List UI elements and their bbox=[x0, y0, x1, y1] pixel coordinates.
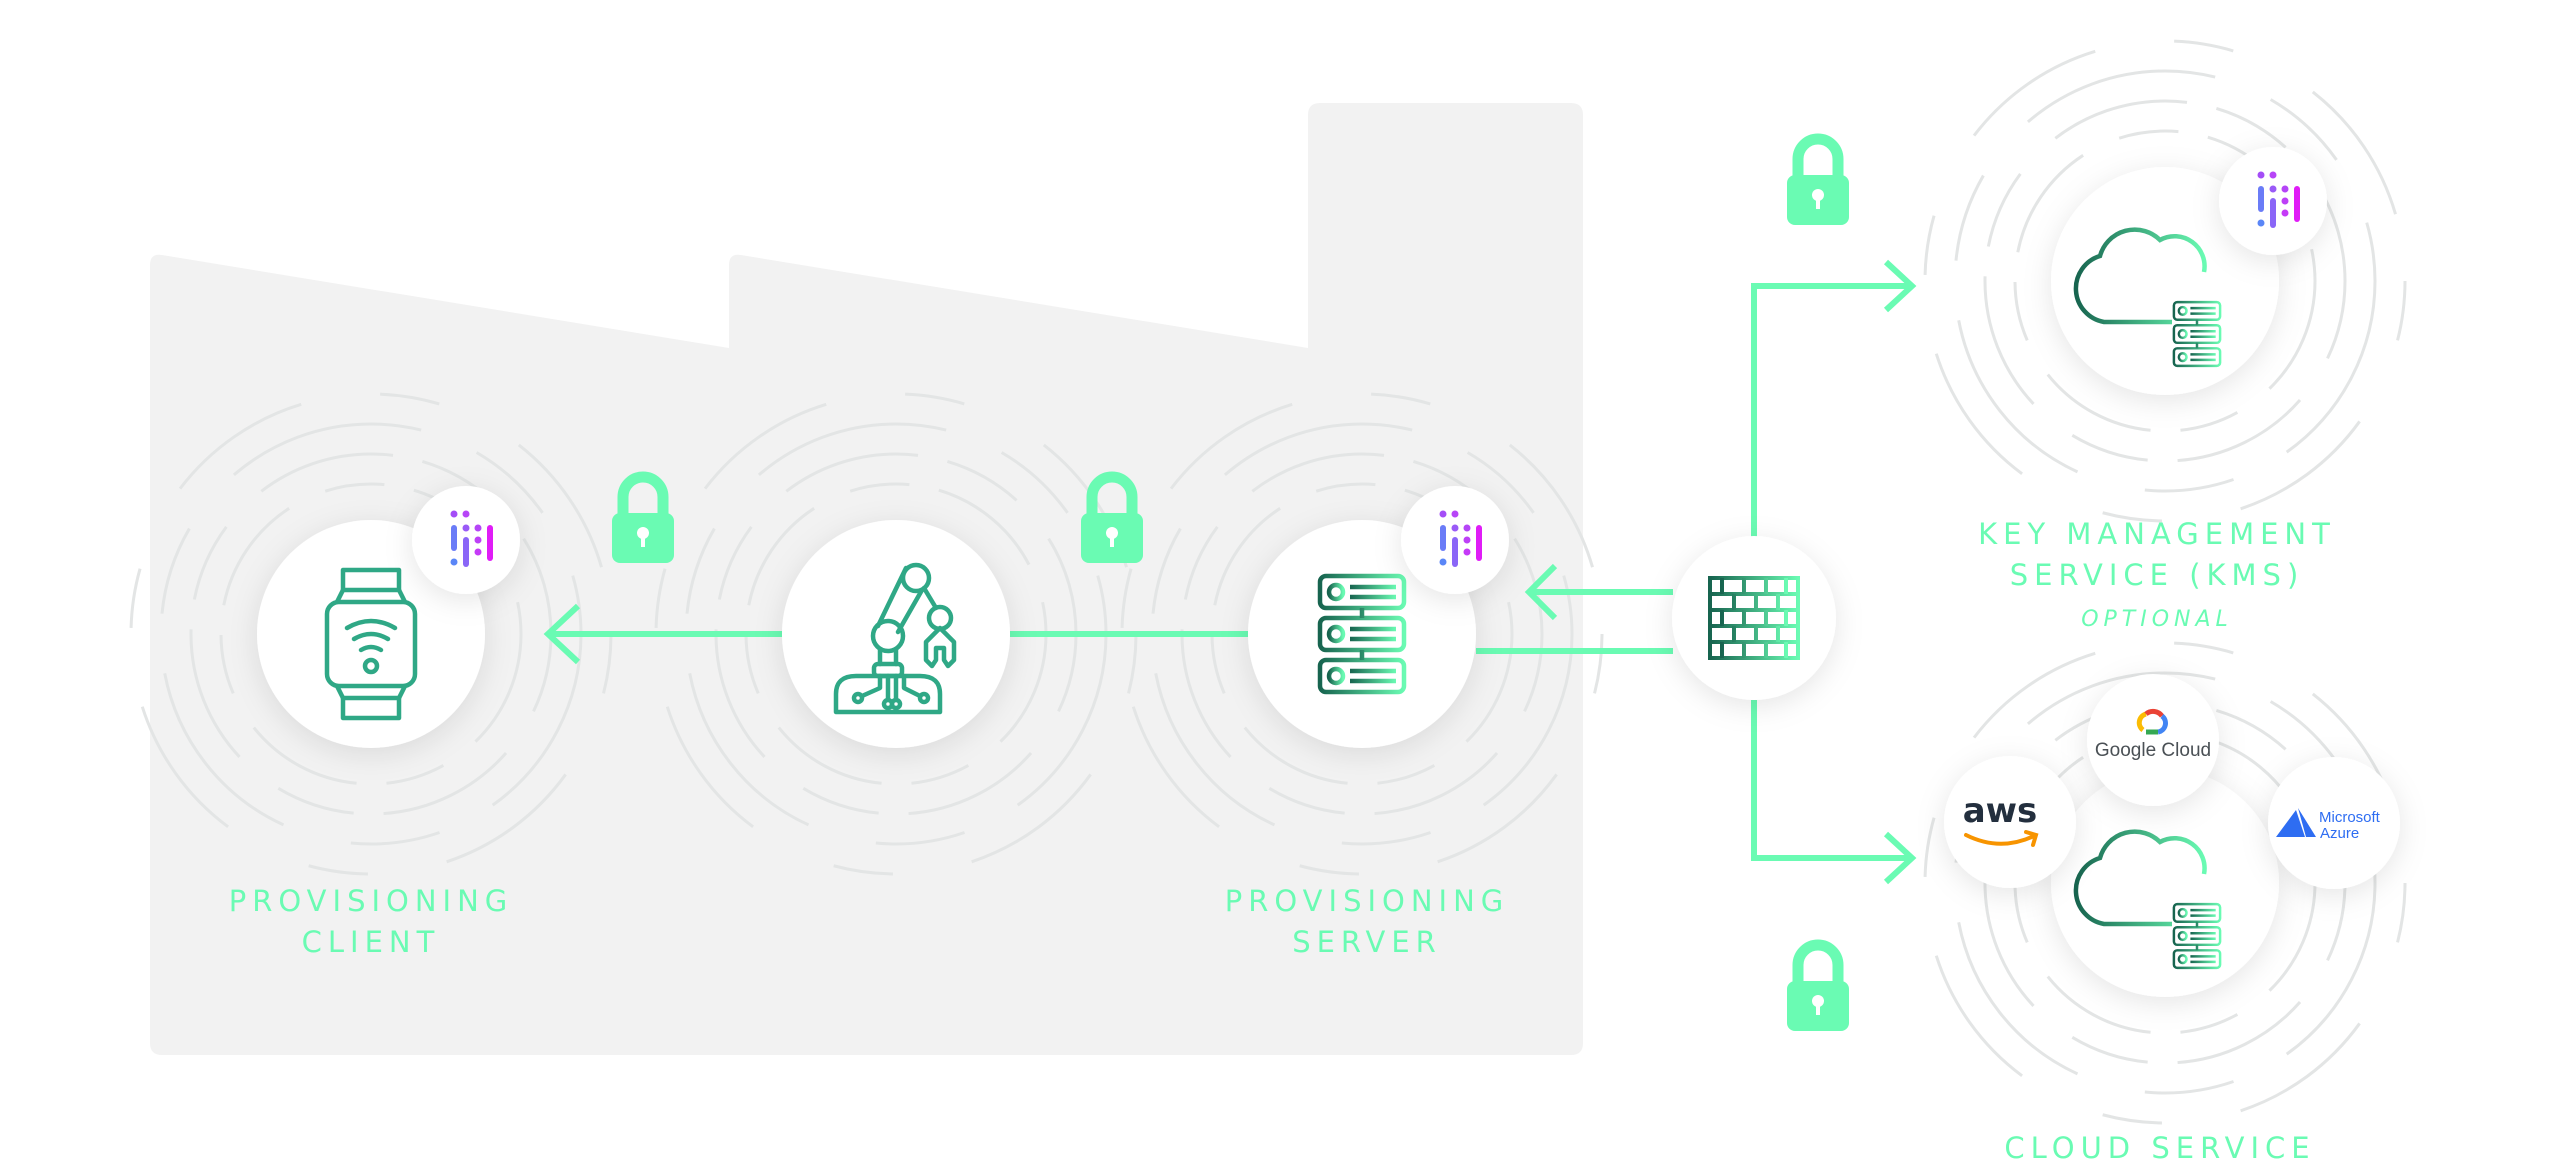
google-cloud-icon bbox=[2136, 708, 2168, 735]
azure-text-line1: Microsoft bbox=[2319, 809, 2381, 826]
provider-google-cloud[interactable]: Google Cloud bbox=[2087, 674, 2219, 806]
node-firewall[interactable] bbox=[1672, 536, 1836, 700]
lock-icon bbox=[1787, 945, 1849, 1031]
label-kms-line1: KEY MANAGEMENT bbox=[1978, 517, 2336, 551]
arrow-to-client bbox=[543, 603, 782, 665]
aws-smile-icon bbox=[1964, 830, 2039, 847]
node-kms[interactable] bbox=[2051, 147, 2327, 395]
smartwatch-icon bbox=[324, 567, 418, 721]
firewall-icon bbox=[1708, 576, 1800, 660]
azure-text-line2: Azure bbox=[2320, 825, 2359, 842]
label-cloud-service: CLOUD SERVICE bbox=[2004, 1131, 2315, 1165]
robot-arm-icon bbox=[833, 562, 957, 715]
google-cloud-text: Google Cloud bbox=[2095, 740, 2211, 761]
label-client-line2: CLIENT bbox=[302, 925, 441, 959]
label-server-line1: PROVISIONING bbox=[1225, 884, 1510, 918]
node-cloud-service[interactable]: aws Google Cloud Microsoft Azure bbox=[1944, 674, 2400, 997]
provider-azure[interactable]: Microsoft Azure bbox=[2268, 757, 2400, 889]
label-kms-line2: SERVICE (KMS) bbox=[2010, 558, 2305, 592]
node-provisioning-client[interactable] bbox=[257, 486, 520, 748]
label-server-line2: SERVER bbox=[1292, 925, 1442, 959]
provider-aws[interactable]: aws bbox=[1944, 756, 2076, 888]
label-kms-optional: OPTIONAL bbox=[2081, 607, 2233, 632]
azure-logo-icon bbox=[2276, 808, 2316, 837]
node-provisioning-server[interactable] bbox=[1248, 486, 1509, 748]
arrow-to-server bbox=[1524, 563, 1673, 621]
connections bbox=[543, 259, 1917, 885]
line-firewall-cloud bbox=[1751, 700, 1917, 885]
aws-logo-text: aws bbox=[1963, 791, 2038, 831]
line-firewall-trunk bbox=[1751, 259, 1917, 540]
node-robot[interactable] bbox=[782, 520, 1010, 748]
lock-icon bbox=[1787, 139, 1849, 225]
label-client-line1: PROVISIONING bbox=[229, 884, 514, 918]
